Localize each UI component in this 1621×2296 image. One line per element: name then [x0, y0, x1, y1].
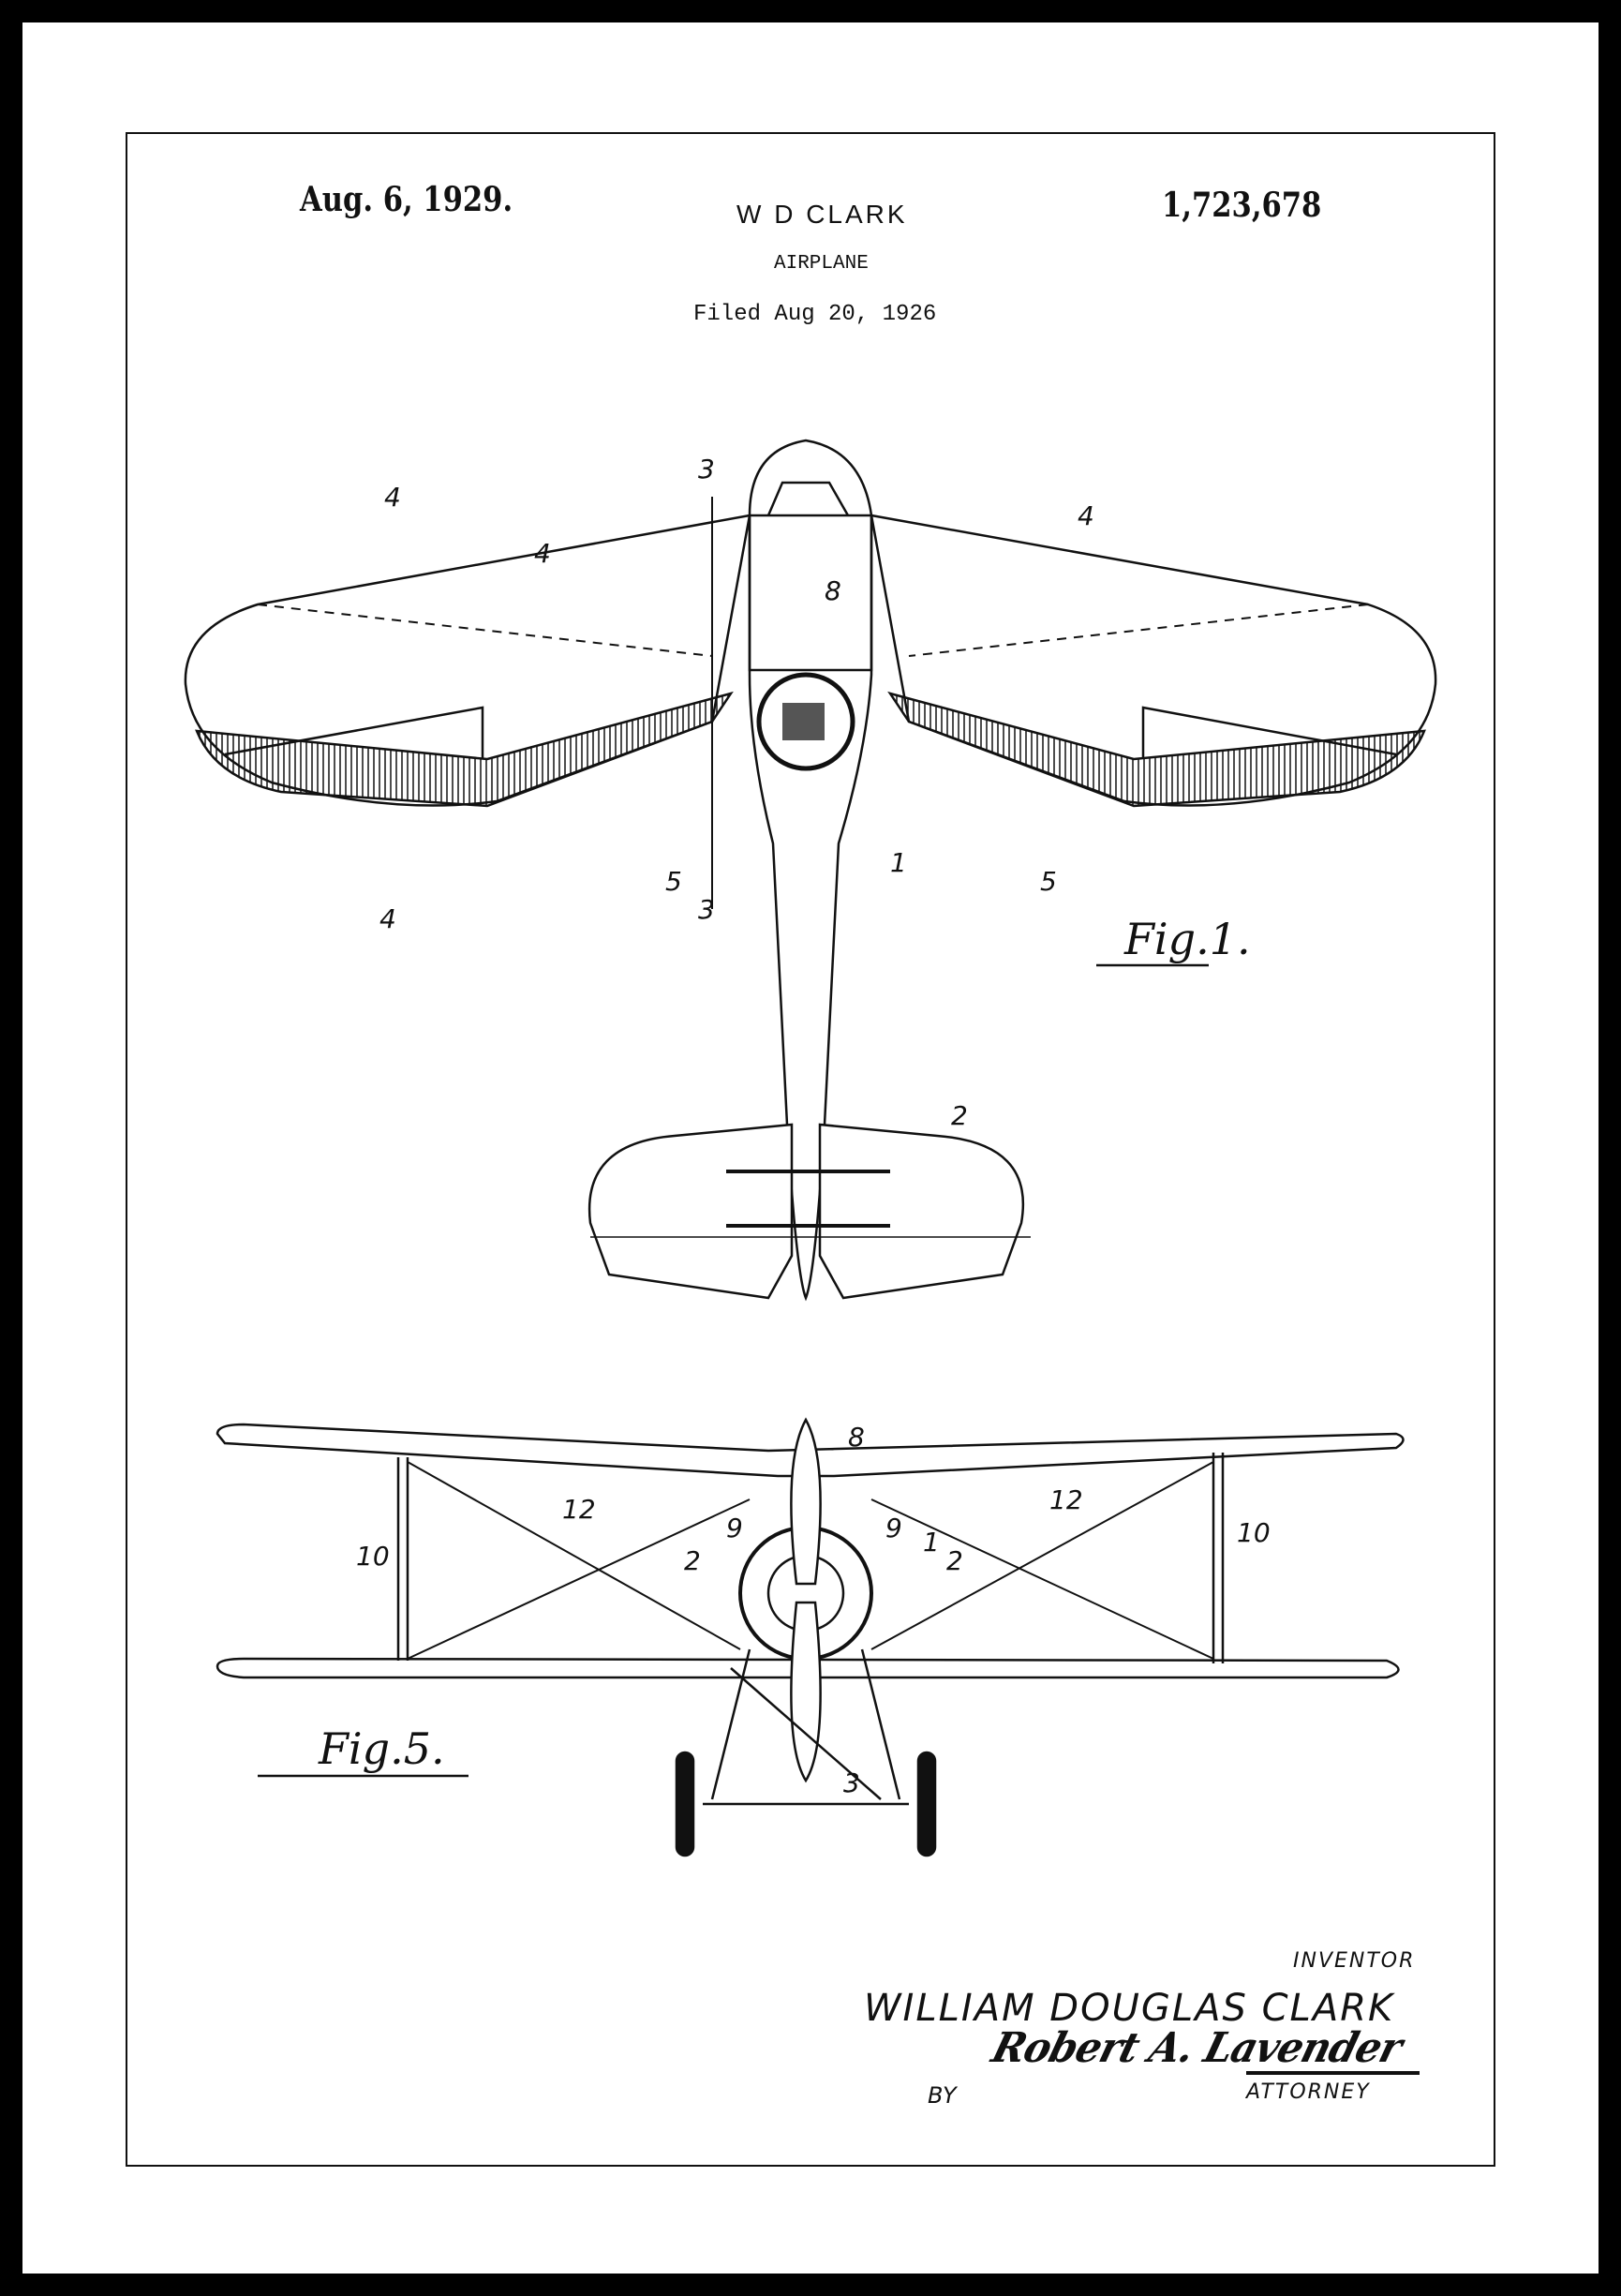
- fig1-label: Fig.1.: [1123, 914, 1251, 964]
- fig5-ref-numeral: 10: [1237, 1517, 1271, 1548]
- fig5-ref-numeral: 8: [848, 1422, 865, 1453]
- fig1-ref-numeral: 2: [951, 1100, 968, 1131]
- filed-date: Filed Aug 20, 1926: [693, 302, 937, 327]
- fig1-ref-numeral: 4: [379, 903, 396, 934]
- fig5-ref-numeral: 2: [684, 1545, 701, 1576]
- poster-frame: [126, 132, 1495, 2167]
- fig1-ref-numeral: 4: [384, 482, 401, 513]
- right-wheel: [916, 1751, 937, 1857]
- fig5-ref-numeral: 12: [1049, 1484, 1083, 1515]
- fig1-ref-numeral: 8: [825, 575, 841, 606]
- fig1-ref-numeral: 3: [698, 454, 715, 485]
- fig5-ref-numeral: 2: [946, 1545, 963, 1576]
- fig5-ref-numeral: 9: [726, 1513, 743, 1543]
- attorney-label: ATTORNEY: [1246, 2080, 1371, 2104]
- patent-title: AIRPLANE: [774, 253, 869, 275]
- fig5-ref-numeral: 3: [843, 1767, 860, 1798]
- fig1-ref-numeral: 5: [665, 866, 682, 897]
- right-aileron-hatch: [887, 691, 1426, 808]
- patent-number: 1,723,678: [1162, 186, 1322, 225]
- attorney-signature: Robert A. Lavender: [987, 2024, 1407, 2072]
- fig1-ref-numeral: 4: [534, 538, 551, 569]
- propeller: [790, 1417, 822, 1783]
- fig5-ref-numeral: 9: [885, 1513, 902, 1543]
- tailplane: [587, 1123, 1025, 1300]
- fig5-label: Fig.5.: [318, 1723, 445, 1774]
- fig1-ref-numeral: 1: [890, 847, 907, 878]
- fig1-ref-numeral: 4: [1078, 500, 1094, 531]
- fig1-ref-numeral: 3: [698, 894, 715, 925]
- inventor-name: WILLIAM DOUGLAS CLARK: [864, 1987, 1395, 2030]
- fig5-ref-numeral: 12: [562, 1494, 596, 1525]
- patent-date: Aug. 6, 1929.: [300, 180, 513, 219]
- fig1-top-view: Fig.1.: [184, 439, 1437, 1302]
- by-label: BY: [928, 2082, 957, 2109]
- inventor-short-name: W D CLARK: [736, 200, 908, 229]
- fig1-ref-numeral: 5: [1040, 866, 1057, 897]
- left-wheel: [675, 1751, 695, 1857]
- fig5-front-view: Fig.5.: [216, 1417, 1405, 1857]
- inventor-label: INVENTOR: [1293, 1949, 1416, 1973]
- fig5-ref-numeral: 10: [356, 1541, 390, 1572]
- fig5-ref-numeral: 1: [923, 1527, 940, 1558]
